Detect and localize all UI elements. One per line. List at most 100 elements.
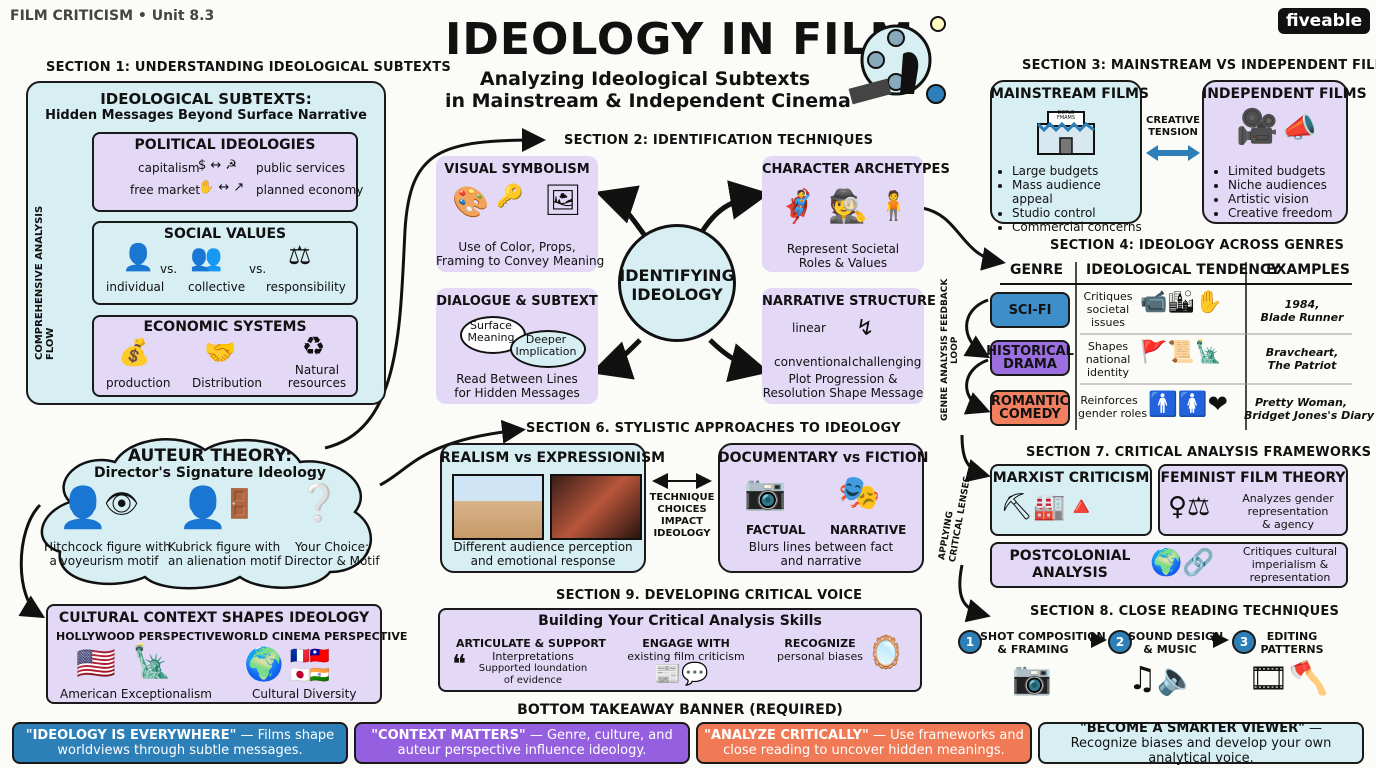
globe-icon: 🌍 bbox=[244, 645, 284, 683]
vs-label-1: vs. bbox=[160, 262, 178, 276]
flag-scroll-monument-icon: 🚩📜🗽 bbox=[1140, 340, 1223, 365]
page-subtitle: Analyzing Ideological Subtexts in Mainst… bbox=[445, 68, 851, 112]
planned-economy-label: planned economy bbox=[256, 183, 364, 197]
step-3-badge: 3 bbox=[1232, 630, 1256, 654]
step-2-badge: 2 bbox=[1108, 630, 1132, 654]
mainstream-item: Large budgets bbox=[1012, 164, 1142, 178]
section9-label: SECTION 9. DEVELOPING CRITICAL VOICE bbox=[556, 588, 863, 603]
kubrick-silhouette-icon: 👤 bbox=[178, 485, 228, 531]
responsibility-label: responsibility bbox=[266, 280, 346, 294]
zigzag-arrow-icon: ↯ bbox=[856, 316, 875, 341]
critical-voice-panel bbox=[438, 608, 922, 692]
step-2-label: SOUND DESIGN& MUSIC bbox=[1128, 630, 1224, 656]
marxist-title: MARXIST CRITICISM bbox=[992, 470, 1150, 486]
camera-icon: 📷 bbox=[744, 473, 787, 513]
narrative-structure-desc: Plot Progression &Resolution Shape Messa… bbox=[762, 372, 924, 400]
handshake-icon: 🤝 bbox=[204, 338, 237, 368]
quote-icon: ❝ bbox=[452, 650, 466, 680]
documentary-title: DOCUMENTARY vs FICTION bbox=[718, 450, 929, 466]
vs-label-2: vs. bbox=[249, 262, 267, 276]
film-strip-icon: 🎞🪓 bbox=[1248, 659, 1329, 697]
subtitle-line1: Analyzing Ideological Subtexts bbox=[479, 68, 811, 90]
examples-column-header: EXAMPLES bbox=[1266, 262, 1350, 278]
social-values-box bbox=[92, 221, 358, 305]
independent-title: INDEPENDENT FILMS bbox=[1202, 86, 1367, 102]
scales-icon: ⚖ bbox=[288, 241, 312, 271]
critical-voice-title: Building Your Critical Analysis Skills bbox=[538, 613, 822, 629]
statue-of-liberty-icon: 🗽 bbox=[132, 642, 172, 680]
color-swatch-icon: 🎨 bbox=[452, 185, 490, 220]
expressionist-image bbox=[550, 474, 642, 540]
analysis-flow-label: COMPREHENSIVE ANALYSIS FLOW bbox=[34, 205, 56, 360]
romantic-examples: Pretty Woman,Bridget Jones's Diary bbox=[1244, 396, 1375, 422]
recycle-icon: ♻ bbox=[302, 332, 326, 362]
surveillance-city-icon: 📹🏙✋ bbox=[1140, 290, 1223, 315]
narrative-label: NARRATIVE bbox=[830, 523, 907, 537]
public-services-label: public services bbox=[256, 161, 346, 175]
independent-item: Artistic vision bbox=[1228, 192, 1348, 206]
section4-label: SECTION 4: IDEOLOGY ACROSS GENRES bbox=[1050, 238, 1345, 253]
mainstream-item: Studio control bbox=[1012, 206, 1142, 220]
theater-masks-icon: 🎭 bbox=[838, 473, 881, 513]
visual-symbolism-desc: Use of Color, Props,Framing to Convey Me… bbox=[436, 240, 605, 268]
identifying-ideology-hub bbox=[618, 224, 736, 342]
economic-title: ECONOMIC SYSTEMS bbox=[143, 319, 307, 335]
challenging-label: challenging bbox=[852, 355, 922, 369]
section1-title: IDEOLOGICAL SUBTEXTS: bbox=[100, 90, 312, 108]
genre-column-header: GENRE bbox=[1010, 262, 1064, 278]
section1-subtitle: Hidden Messages Beyond Surface Narrative bbox=[45, 108, 367, 123]
worker-factory-pyramid-icon: ⛏🏭🔺 bbox=[1000, 492, 1098, 522]
character-archetypes-card bbox=[762, 156, 924, 272]
takeaway-analyze-critically: "ANALYZE CRITICALLY" — Use frameworks an… bbox=[696, 722, 1032, 764]
document-speech-icon: 📰💬 bbox=[654, 662, 709, 687]
cultural-title: CULTURAL CONTEXT SHAPES IDEOLOGY bbox=[58, 610, 370, 626]
globe-chain-icon: 🌍🔗 bbox=[1150, 548, 1215, 578]
free-market-label: free market bbox=[130, 183, 201, 197]
mainstream-films-card bbox=[990, 80, 1142, 224]
sci-fi-examples: 1984,Blade Runner bbox=[1260, 298, 1344, 324]
picture-frame-icon: 🖼 bbox=[544, 183, 583, 218]
narrative-structure-card bbox=[762, 288, 924, 404]
music-speaker-icon: ♫🔈 bbox=[1128, 659, 1197, 697]
eye-icon: 👁 bbox=[104, 487, 140, 520]
independent-item: Creative freedom bbox=[1228, 206, 1348, 220]
step-1-badge: 1 bbox=[958, 630, 982, 654]
collective-icon: 👥 bbox=[190, 243, 223, 273]
takeaway-context-matters: "CONTEXT MATTERS" — Genre, culture, and … bbox=[354, 722, 690, 764]
genre-loop-label: GENRE ANALYSIS FEEDBACK LOOP bbox=[940, 278, 960, 422]
course-label: FILM CRITICISM • Unit 8.3 bbox=[10, 8, 215, 24]
distribution-label: Distribution bbox=[192, 376, 263, 390]
film-camera-icon: 🎥 bbox=[1236, 107, 1279, 147]
mirror-icon: 🪞 bbox=[866, 633, 906, 671]
independent-list: Limited budgets Niche audiences Artistic… bbox=[1212, 164, 1348, 220]
key-icon: 🔑 bbox=[496, 184, 524, 209]
narrative-structure-title: NARRATIVE STRUCTURE bbox=[762, 294, 936, 309]
megaphone-icon: 📣 bbox=[1282, 111, 1317, 144]
articulate-label: ARTICULATE & SUPPORT bbox=[456, 637, 606, 650]
framed-camera-icon: 📷 bbox=[1012, 659, 1052, 697]
auteur-cloud bbox=[30, 432, 390, 592]
banner-label: BOTTOM TAKEAWAY BANNER (REQUIRED) bbox=[517, 702, 843, 718]
collective-label: collective bbox=[188, 280, 246, 294]
brand-logo: fiveable bbox=[1278, 8, 1371, 34]
step-1-label: SHOT COMPOSITION& FRAMING bbox=[980, 630, 1106, 656]
realism-title: REALISM vs EXPRESSIONISM bbox=[440, 450, 666, 466]
capitalism-label: capitalism bbox=[138, 161, 200, 175]
studio-building-icon bbox=[1034, 108, 1098, 156]
factual-label: FACTUAL bbox=[746, 523, 806, 537]
